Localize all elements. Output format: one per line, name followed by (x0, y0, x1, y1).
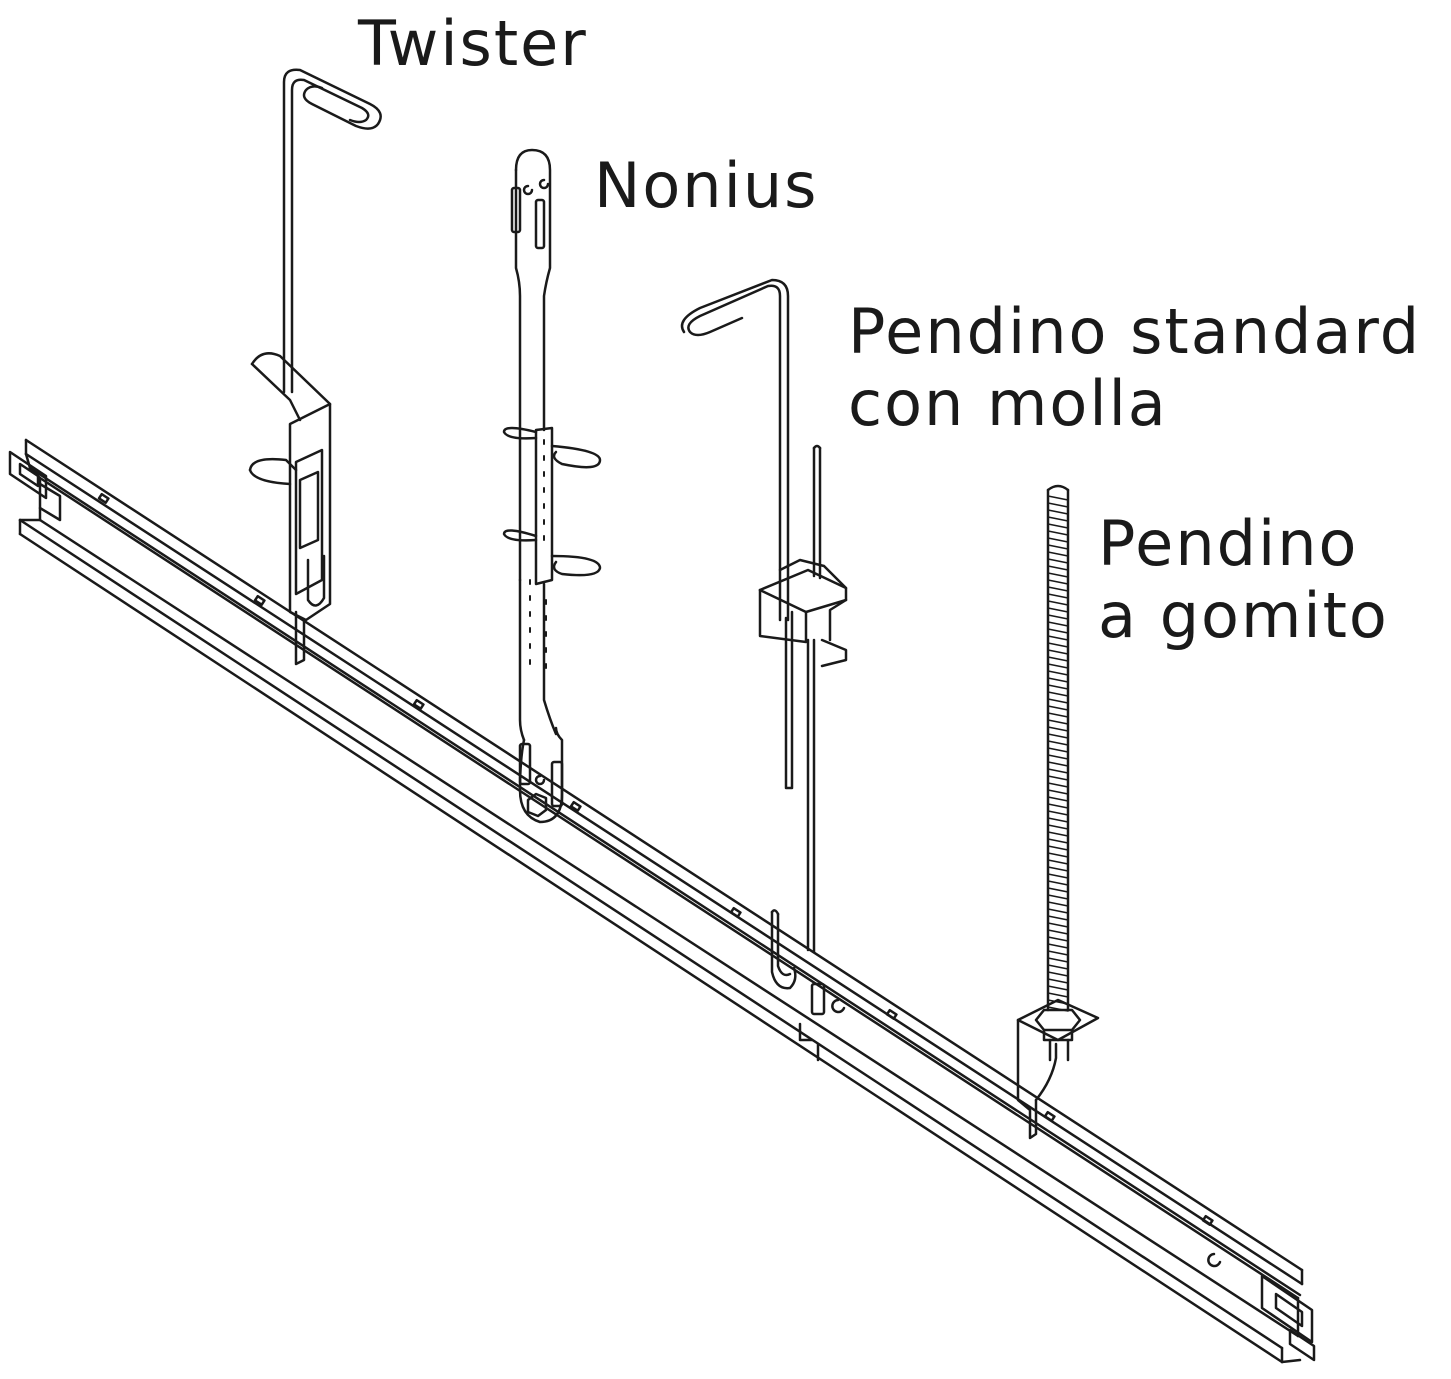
ceiling-rail (8, 438, 1316, 1364)
standard-hanger-label: Pendino standard con molla (848, 296, 1421, 440)
nonius-label-text: Nonius (594, 149, 819, 222)
twister-hanger (248, 68, 382, 666)
standard-hanger-label-line1: Pendino standard (848, 295, 1422, 368)
nonius-hanger (502, 148, 602, 824)
nonius-label: Nonius (594, 150, 818, 222)
gomito-hanger-label: Pendino a gomito (1098, 508, 1389, 652)
twister-label-text: Twister (358, 7, 588, 80)
gomito-hanger-label-line1: Pendino (1098, 507, 1359, 580)
gomito-hanger-label-line2: a gomito (1098, 579, 1389, 652)
threaded-rod-hanger (1016, 484, 1100, 1140)
twister-label: Twister (358, 8, 588, 80)
standard-spring-hanger (680, 278, 848, 990)
standard-hanger-label-line2: con molla (848, 367, 1168, 440)
